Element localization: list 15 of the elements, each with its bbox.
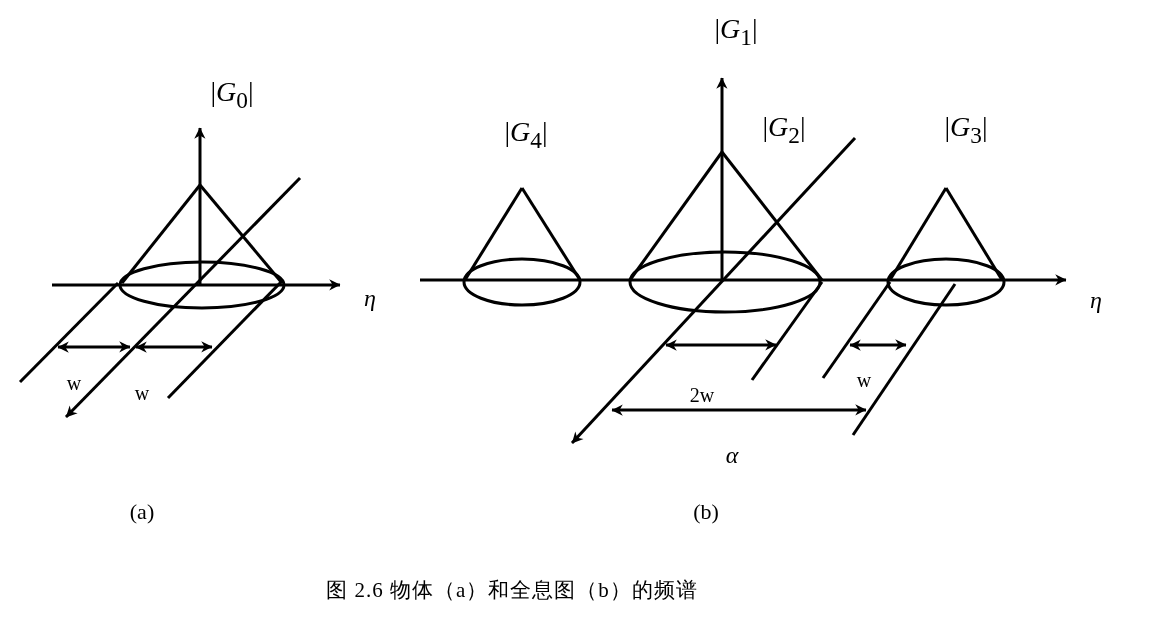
dimension-label: w (66, 373, 82, 393)
dimension-label: 2w (689, 385, 715, 405)
panel-label: (b) (693, 501, 719, 523)
dimension-label: w (134, 383, 150, 403)
magnitude-label: |G$_{4}$| (504, 118, 548, 152)
panel-label: (a) (129, 501, 155, 523)
magnitude-label: |G$_{1}$| (714, 15, 758, 49)
magnitude-label: |G$_{2}$| (762, 113, 806, 147)
axis-label: η (1090, 288, 1102, 312)
figure-caption: 图 2.6 物体（a）和全息图（b）的频谱 (326, 579, 698, 601)
magnitude-label: |G$_{3}$| (944, 113, 988, 147)
dimension-label: w (856, 370, 872, 390)
dimension-label: α (725, 443, 739, 467)
axis-label: η (364, 286, 376, 310)
magnitude-label: |G$_{0}$| (210, 78, 254, 112)
